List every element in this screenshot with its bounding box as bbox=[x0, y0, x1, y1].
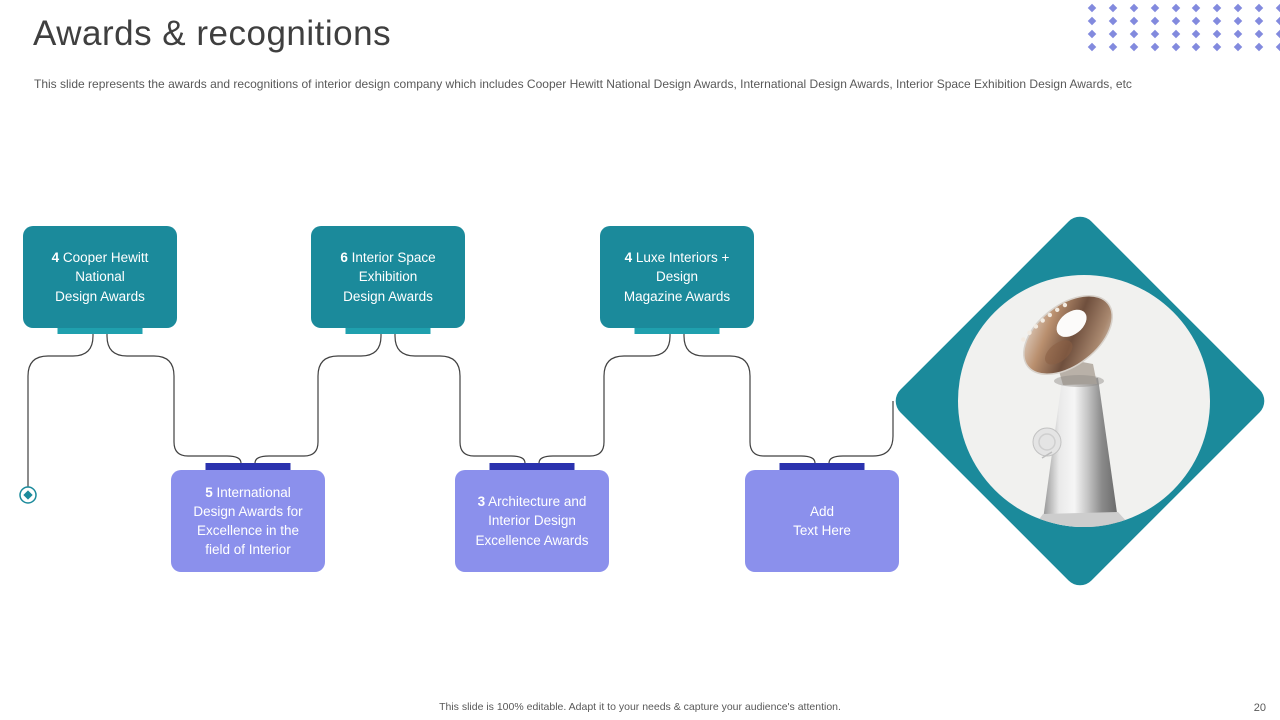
award-box-international-design[interactable]: 5 International Design Awards for Excell… bbox=[171, 463, 325, 572]
award-label: 5 International Design Awards for Excell… bbox=[193, 484, 303, 558]
connector-box3-to-box4 bbox=[394, 334, 526, 464]
trophy-photo bbox=[1021, 294, 1140, 527]
slide-description: This slide represents the awards and rec… bbox=[34, 77, 1132, 91]
award-box-architecture-excellence[interactable]: 3 Architecture and Interior Design Excel… bbox=[455, 463, 609, 572]
connector-box3-to-box2 bbox=[254, 334, 382, 464]
connector-tab bbox=[489, 463, 575, 470]
connector-tab bbox=[779, 463, 865, 470]
award-diamond-graphic[interactable] bbox=[889, 210, 1271, 592]
connector-tab bbox=[57, 328, 143, 334]
award-label: Add Text Here bbox=[793, 503, 851, 538]
page-title: Awards & recognitions bbox=[33, 14, 392, 53]
start-marker bbox=[19, 486, 37, 504]
connector-tab bbox=[634, 328, 720, 334]
award-label: 4 Luxe Interiors + Design Magazine Award… bbox=[623, 250, 731, 304]
footer-note: This slide is 100% editable. Adapt it to… bbox=[439, 701, 841, 713]
connector-box5-to-box4 bbox=[538, 334, 671, 464]
connector-box6-to-diamond bbox=[828, 401, 894, 464]
page-number: 20 bbox=[1253, 702, 1266, 714]
connector-box1-to-box2 bbox=[106, 334, 242, 464]
award-box-interior-space[interactable]: 6 Interior Space Exhibition Design Award… bbox=[311, 226, 465, 334]
award-box-luxe-interiors[interactable]: 4 Luxe Interiors + Design Magazine Award… bbox=[600, 226, 754, 334]
connector-tab bbox=[205, 463, 291, 470]
connector-box5-to-box6 bbox=[683, 334, 816, 464]
award-label: 6 Interior Space Exhibition Design Award… bbox=[340, 250, 436, 304]
connector-lines bbox=[27, 334, 894, 487]
award-box-cooper-hewitt[interactable]: 4 Cooper Hewitt National Design Awards bbox=[23, 226, 177, 334]
award-box-add-text-placeholder[interactable]: Add Text Here bbox=[745, 463, 899, 572]
award-label: 3 Architecture and Interior Design Excel… bbox=[475, 494, 589, 548]
award-label: 4 Cooper Hewitt National Design Awards bbox=[51, 250, 149, 304]
connector-tab bbox=[345, 328, 431, 334]
connector-start-to-box1 bbox=[27, 334, 94, 487]
